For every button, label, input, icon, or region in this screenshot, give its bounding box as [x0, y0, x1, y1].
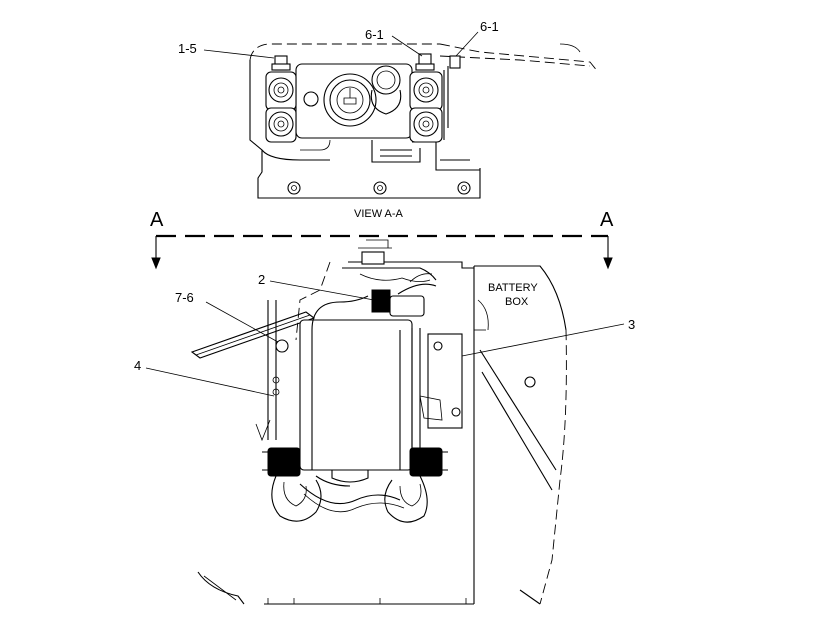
terminal-stack-right — [409, 53, 461, 143]
callout-1-5: 1-5 — [178, 41, 197, 56]
top-callouts: 1-5 6-1 6-1 — [178, 19, 499, 59]
view-title: VIEW A-A — [354, 208, 404, 220]
terminal-stack-left — [265, 55, 297, 143]
view-a-a-drawing — [249, 43, 599, 199]
section-marker-left: A — [150, 209, 164, 231]
main-callouts: 2 7-6 4 3 BATTERY BOX — [134, 272, 635, 397]
callout-6-1-left: 6-1 — [365, 27, 384, 42]
section-line-a-a: A A — [150, 209, 614, 270]
battery-terminal-left — [255, 419, 322, 522]
callout-2: 2 — [258, 272, 265, 287]
section-marker-right: A — [600, 209, 614, 231]
battery-box-label-line1: BATTERY — [488, 282, 538, 294]
callout-4: 4 — [134, 358, 141, 373]
callout-7-6: 7-6 — [175, 290, 194, 305]
main-assembly-drawing — [190, 239, 567, 605]
callout-3: 3 — [628, 317, 635, 332]
battery-box-label-line2: BOX — [505, 296, 529, 308]
callout-6-1-right: 6-1 — [480, 19, 499, 34]
